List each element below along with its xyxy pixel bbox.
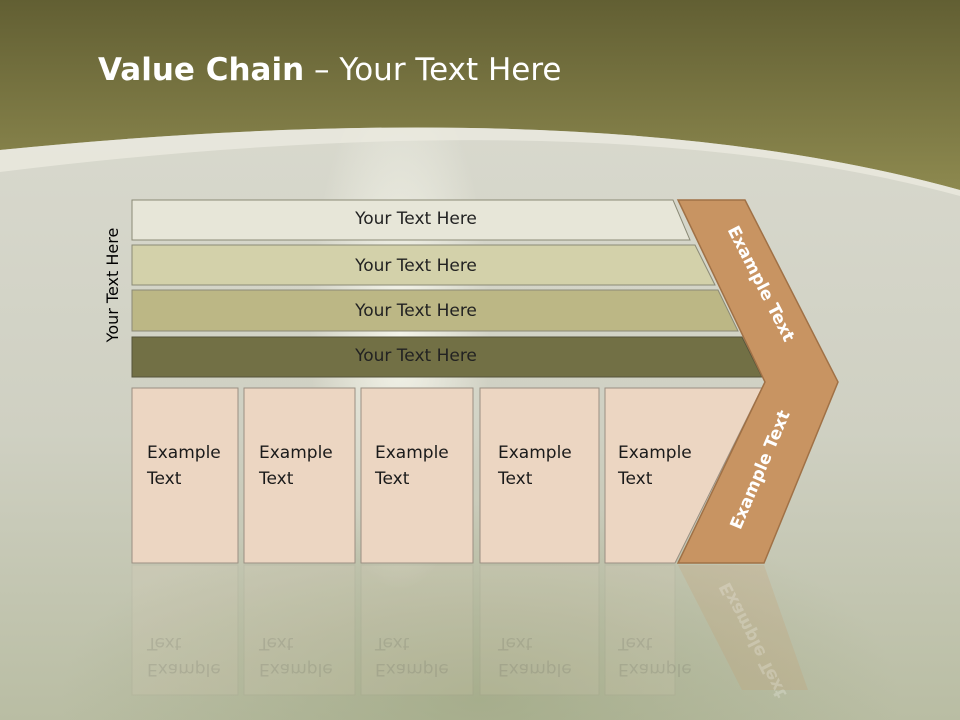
reflection xyxy=(131,564,676,696)
title-bold: Value Chain xyxy=(98,52,305,88)
header-band xyxy=(0,0,960,196)
page-title: Value Chain – Your Text Here xyxy=(98,52,561,88)
bar-2 xyxy=(131,244,716,286)
chevron-reflection xyxy=(678,565,808,690)
chevron xyxy=(676,199,839,564)
bar-2-label: Your Text Here xyxy=(355,256,477,276)
box-4 xyxy=(479,387,600,564)
title-rest: – Your Text Here xyxy=(304,52,562,88)
bar-1-label: Your Text Here xyxy=(355,209,477,229)
bar-4-label: Your Text Here xyxy=(355,346,477,366)
bar-3 xyxy=(131,289,739,332)
box-3 xyxy=(360,387,474,564)
box-2 xyxy=(243,387,356,564)
bar-3-label: Your Text Here xyxy=(355,301,477,321)
bar-1 xyxy=(131,199,691,241)
box-5 xyxy=(604,387,763,564)
box-1 xyxy=(131,387,239,564)
